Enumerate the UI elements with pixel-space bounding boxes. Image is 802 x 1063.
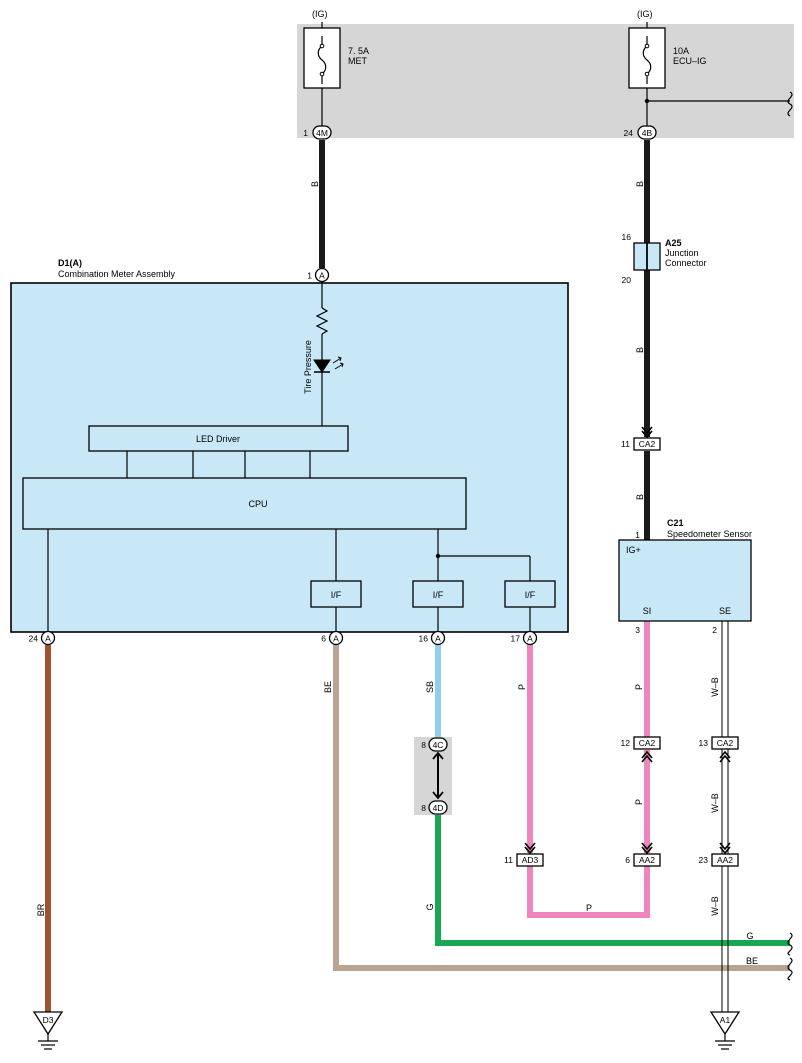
connector-4c: 4C	[433, 740, 444, 750]
connector-ca2-p-pin: 12	[621, 738, 631, 748]
continuation-break-top	[787, 91, 793, 117]
wire-label-p-2: P	[586, 903, 592, 913]
connector-4d: 4D	[433, 803, 444, 813]
wire-label-be-horizontal: BE	[746, 956, 758, 966]
fuse-ecuig-icon	[642, 36, 652, 84]
combination-meter-assembly	[10, 282, 569, 633]
ground-a1-label: A1	[720, 1015, 731, 1025]
fuse-met-icon	[317, 36, 327, 84]
resistor-icon	[315, 307, 329, 335]
wire-label-b-1: B	[310, 181, 320, 187]
connector-ad3-pin: 11	[504, 855, 513, 865]
meter-pin-17: 17	[511, 634, 521, 644]
wire-label-wb-1: W–B	[710, 677, 720, 697]
connector-aa2-p-pin: 6	[625, 855, 630, 865]
a25-pin-out: 20	[622, 275, 632, 285]
a25-pin-in: 16	[622, 232, 632, 242]
connector-ca2-p: CA2	[639, 738, 656, 748]
continuation-break-g	[787, 932, 793, 956]
led-driver-label: LED Driver	[196, 434, 240, 444]
sensor-ig-label: IG+	[626, 545, 641, 555]
connector-ca2-top-pin: 11	[621, 439, 630, 449]
terminal-4b-pin: 24	[624, 128, 634, 138]
wire-label-g-vertical: G	[425, 903, 435, 910]
cpu	[22, 477, 467, 530]
connector-4c-pin: 8	[421, 740, 426, 750]
meter-pin-24: 24	[29, 634, 39, 644]
terminal-4m: 4M	[316, 128, 328, 138]
interface-2-label: I/F	[433, 590, 444, 600]
meter-id: D1(A)	[58, 258, 82, 268]
interface-3-label: I/F	[525, 590, 536, 600]
sensor-name: Speedometer Sensor	[667, 529, 752, 539]
wire-label-sb: SB	[425, 681, 435, 693]
interface-3	[504, 580, 556, 608]
meter-power-pin: 1	[307, 271, 312, 281]
speedometer-sensor	[618, 539, 752, 622]
meter-pin-a-17: A	[527, 634, 533, 644]
connector-aa2-wb-pin: 23	[699, 855, 709, 865]
tire-pressure-label: Tire Pressure	[303, 340, 313, 394]
a25-line1: Junction	[665, 248, 699, 258]
connector-ca2-wb: CA2	[717, 738, 734, 748]
sensor-se-label: SE	[719, 606, 731, 616]
led-driver	[88, 425, 349, 452]
wire-p-loop	[527, 866, 650, 918]
wire-label-p-1: P	[517, 684, 527, 690]
interface-1-label: I/F	[331, 590, 342, 600]
sensor-power-pin: 1	[635, 530, 640, 540]
sensor-se-pin: 2	[712, 625, 717, 635]
interface-1	[310, 580, 362, 608]
fuse-met-rating: 7. 5A	[348, 46, 369, 56]
meter-pin-a-6: A	[333, 634, 339, 644]
connector-ad3: AD3	[522, 855, 539, 865]
wire-label-wb-3: W–B	[710, 896, 720, 916]
wire-wb	[721, 621, 729, 1012]
connector-4d-pin: 8	[421, 803, 426, 813]
connector-ca2-top: CA2	[639, 439, 656, 449]
wire-label-b-3: B	[635, 347, 645, 353]
meter-pin-a-24: A	[45, 634, 51, 644]
sensor-si-label: SI	[643, 606, 652, 616]
wire-label-p-4: P	[634, 799, 644, 805]
wire-label-br: BR	[36, 903, 46, 916]
connector-aa2-wb: AA2	[717, 855, 733, 865]
cpu-label: CPU	[248, 499, 267, 509]
ground-d3-label: D3	[43, 1015, 54, 1025]
wire-label-wb-2: W–B	[710, 793, 720, 813]
wire-g	[435, 815, 790, 946]
meter-name: Combination Meter Assembly	[58, 269, 176, 279]
led-icon	[313, 359, 331, 373]
wire-label-be-vertical: BE	[323, 681, 333, 693]
wire-label-b-4: B	[635, 494, 645, 500]
fuse-met-name: MET	[348, 56, 368, 66]
sensor-si-pin: 3	[635, 625, 640, 635]
fuse-ecuig-name: ECU–IG	[673, 56, 707, 66]
connector-ca2-wb-pin: 13	[699, 738, 709, 748]
fuse-ecuig-supply: (IG)	[637, 9, 653, 19]
junction-block-top	[297, 24, 794, 138]
fuse-met-supply: (IG)	[312, 9, 328, 19]
wire-label-g-horizontal: G	[746, 931, 753, 941]
ground-a1	[709, 1011, 741, 1036]
ground-d3	[32, 1011, 64, 1036]
wire-be	[333, 645, 790, 971]
a25-id: A25	[665, 238, 682, 248]
fuse-ecuig-rating: 10A	[673, 46, 689, 56]
terminal-4m-pin: 1	[303, 128, 308, 138]
sensor-id: C21	[667, 518, 684, 528]
meter-pin-16: 16	[419, 634, 429, 644]
connector-aa2-p: AA2	[639, 855, 655, 865]
terminal-4b: 4B	[642, 128, 653, 138]
a25-line2: Connector	[665, 258, 707, 268]
meter-pin-a-1: A	[319, 271, 325, 281]
meter-pin-6: 6	[321, 634, 326, 644]
wire-label-p-3: P	[634, 684, 644, 690]
wire-label-b-2: B	[635, 181, 645, 187]
meter-pin-a-16: A	[435, 634, 441, 644]
continuation-break-be	[787, 957, 793, 981]
